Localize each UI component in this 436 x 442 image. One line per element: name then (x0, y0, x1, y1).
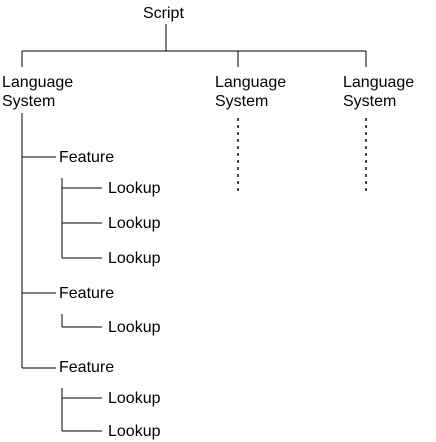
lookup-node-3-2: Lookup (108, 423, 161, 440)
language-system-node-3: Language System (343, 73, 414, 111)
lookup-node-1-2: Lookup (108, 215, 161, 232)
language-system-label-line2: System (343, 93, 397, 110)
lookup-node-2-1: Lookup (108, 319, 161, 336)
language-system-label-line2: System (215, 93, 269, 110)
lookup-node-3-1: Lookup (108, 390, 161, 407)
feature-node-3: Feature (59, 359, 115, 376)
feature-node-1: Feature (59, 149, 115, 166)
language-system-node-2: Language System (215, 73, 286, 111)
lookup-node-1-1: Lookup (108, 180, 161, 197)
script-node-label: Script (143, 5, 184, 22)
feature-node-2: Feature (59, 285, 115, 302)
language-system-label-line2: System (2, 93, 56, 110)
language-system-node-1: Language System (2, 73, 73, 111)
language-system-label-line1: Language (343, 74, 415, 91)
lookup-node-1-3: Lookup (108, 250, 161, 267)
language-system-label-line1: Language (2, 74, 74, 91)
language-system-label-line1: Language (215, 74, 287, 91)
